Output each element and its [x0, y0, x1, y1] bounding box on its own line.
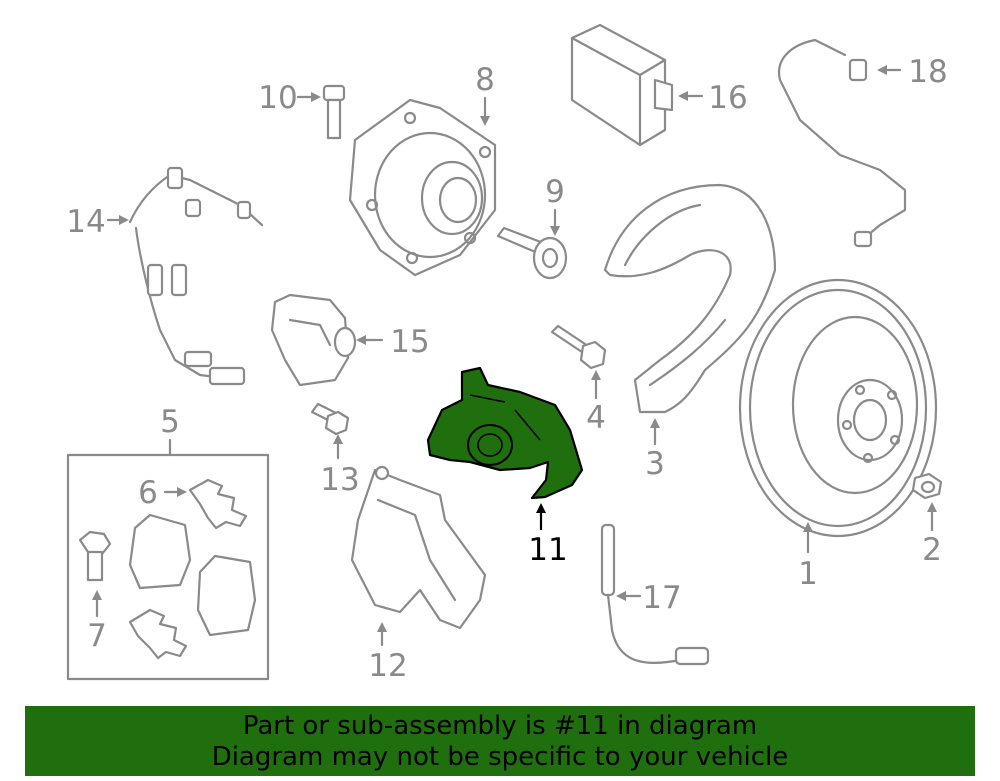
- label-17: 17: [642, 580, 681, 616]
- label-2: 2: [922, 532, 942, 568]
- part-9-hub-bolt[interactable]: [496, 226, 568, 280]
- label-14: 14: [66, 204, 105, 240]
- part-10-bolt[interactable]: [322, 84, 346, 140]
- label-18: 18: [908, 54, 947, 90]
- part-18-wear-sensor[interactable]: [777, 38, 907, 248]
- label-5: 5: [160, 404, 180, 440]
- label-3: 3: [645, 446, 665, 482]
- brake-pad-outer[interactable]: [196, 554, 257, 637]
- part-2-rotor-screw[interactable]: [911, 472, 943, 500]
- part-12-caliper-bracket[interactable]: [350, 465, 487, 630]
- part-15-parking-brake-motor[interactable]: [270, 293, 357, 387]
- part-1-brake-rotor[interactable]: [738, 278, 938, 538]
- part-16-control-module[interactable]: [570, 23, 674, 147]
- label-13: 13: [320, 462, 359, 498]
- banner-line-1: Part or sub-assembly is #11 in diagram: [242, 711, 758, 741]
- part-5-pad-kit-box[interactable]: [66, 453, 270, 681]
- label-7: 7: [87, 618, 107, 654]
- part-11-brake-caliper[interactable]: [426, 366, 584, 500]
- brake-pad-inner[interactable]: [128, 513, 192, 590]
- part-17-speed-sensor[interactable]: [600, 523, 710, 666]
- label-4: 4: [586, 400, 606, 436]
- part-7-guide-bolt[interactable]: [78, 530, 112, 582]
- part-13-bolt[interactable]: [310, 402, 350, 436]
- label-16: 16: [708, 80, 747, 116]
- info-banner: Part or sub-assembly is #11 in diagram D…: [25, 706, 975, 776]
- label-1: 1: [798, 556, 818, 592]
- part-8-hub-bearing[interactable]: [348, 98, 497, 277]
- label-15: 15: [390, 324, 429, 360]
- part-3-dust-shield[interactable]: [603, 183, 777, 414]
- label-6: 6: [138, 475, 158, 511]
- exploded-parts-diagram: 1 2 3 4 5 6: [66, 23, 948, 684]
- clip-lower[interactable]: [128, 608, 188, 660]
- label-8: 8: [475, 62, 495, 98]
- part-4-bolt[interactable]: [550, 324, 607, 370]
- label-9: 9: [545, 174, 565, 210]
- part-6-clip[interactable]: [188, 478, 248, 530]
- label-10: 10: [258, 80, 297, 116]
- part-14-wear-sensor-harness[interactable]: [128, 166, 264, 386]
- label-11: 11: [528, 532, 567, 568]
- label-12: 12: [368, 648, 407, 684]
- banner-line-2: Diagram may not be specific to your vehi…: [211, 742, 789, 772]
